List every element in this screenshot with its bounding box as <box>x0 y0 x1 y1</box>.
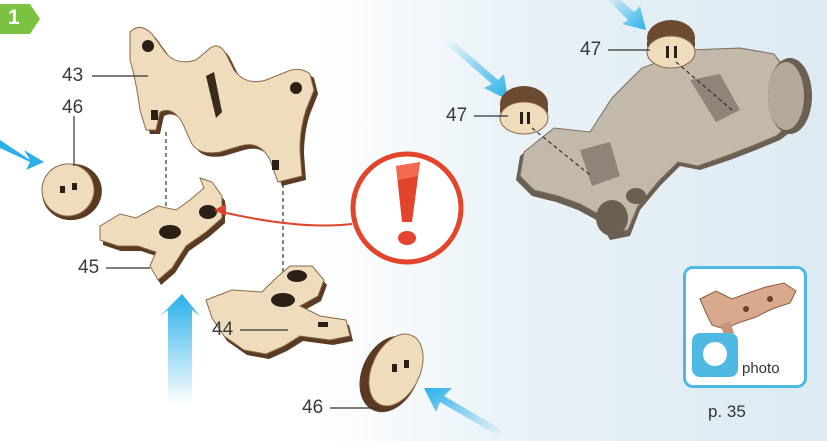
part-46-bottom <box>359 333 424 413</box>
part-46-top <box>41 163 102 221</box>
page-reference: p. 35 <box>708 402 746 421</box>
step-number: 1 <box>8 6 20 29</box>
arrow-icon <box>0 0 646 436</box>
assembled-model <box>516 47 812 240</box>
exclamation-icon <box>396 162 420 245</box>
part-label-43: 43 <box>62 65 84 86</box>
part-label-47-top: 47 <box>580 39 602 60</box>
step-badge <box>0 4 40 34</box>
part-44 <box>205 265 353 359</box>
warning-callout <box>214 151 464 265</box>
photo-label: photo <box>742 360 780 377</box>
photo-thumbnail <box>699 282 797 339</box>
camera-photo-icon <box>692 333 738 377</box>
part-label-45: 45 <box>78 257 100 278</box>
part-43 <box>129 27 318 187</box>
part-label-46-bottom: 46 <box>302 397 324 418</box>
part-45 <box>99 177 225 285</box>
part-47-left <box>499 86 549 135</box>
part-label-44: 44 <box>212 319 234 340</box>
part-label-46-top: 46 <box>62 97 84 118</box>
part-label-47-left: 47 <box>446 105 468 126</box>
photo-reference-box: photo <box>683 266 807 388</box>
part-47-top <box>646 20 696 69</box>
